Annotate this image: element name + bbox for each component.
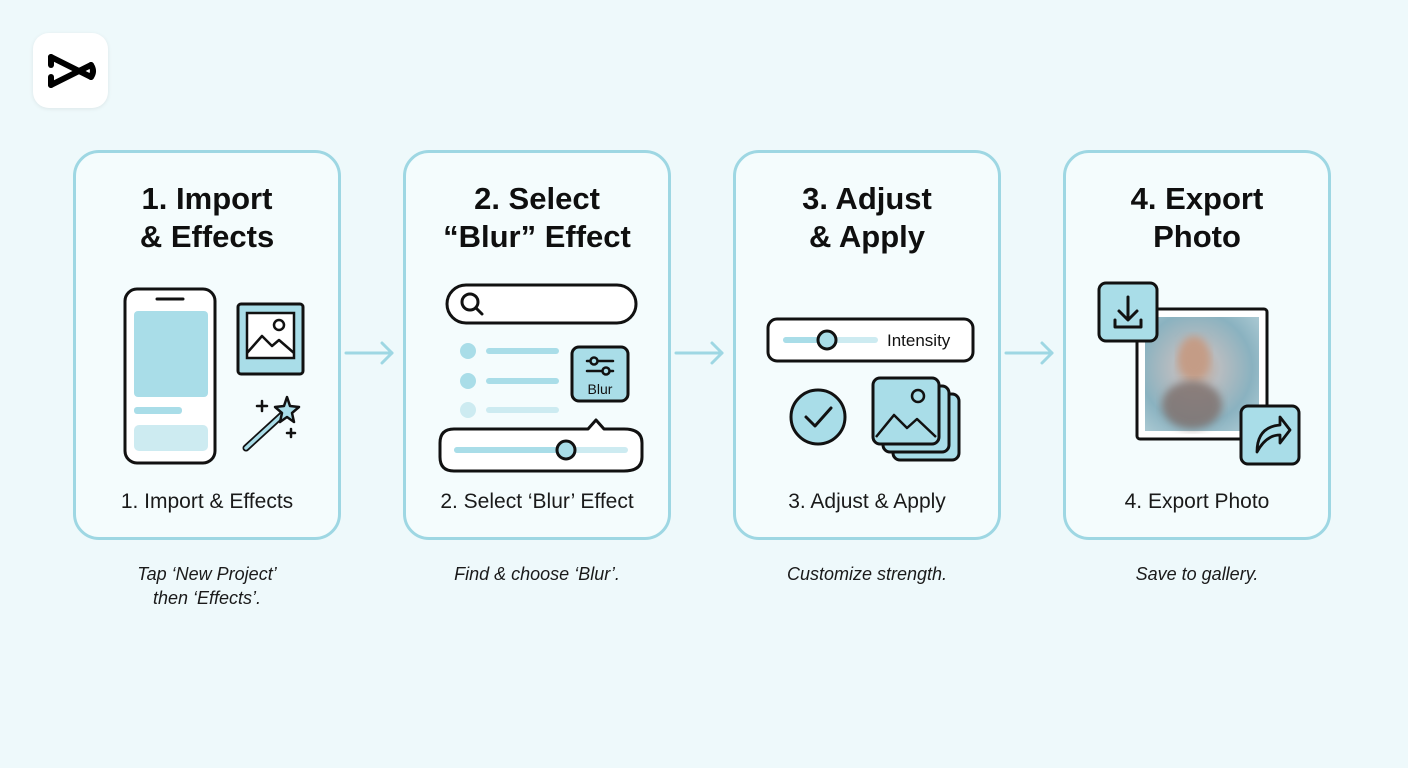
step-label: 2. Select ‘Blur’ Effect bbox=[440, 490, 634, 513]
intensity-slider: Intensity bbox=[766, 317, 975, 363]
step-title: 4. Export Photo bbox=[1130, 181, 1264, 254]
step-label: 3. Adjust & Apply bbox=[788, 490, 946, 513]
share-icon bbox=[1239, 404, 1301, 466]
step-caption: Find & choose ‘Blur’. bbox=[454, 564, 620, 584]
arrow-right-icon bbox=[674, 341, 724, 365]
arrow-right-icon bbox=[1004, 341, 1054, 365]
step-caption: Save to gallery. bbox=[1135, 564, 1259, 584]
image-icon bbox=[236, 302, 305, 376]
step-label: 1. Import & Effects bbox=[120, 490, 294, 513]
step-card-adjust-apply: 3. Adjust & Apply Intensity 3. Adjust & … bbox=[733, 150, 1001, 540]
magic-wand-icon bbox=[242, 395, 301, 452]
arrow-right-icon bbox=[344, 341, 394, 365]
step-title: 3. Adjust & Apply bbox=[802, 181, 932, 254]
export-illustration bbox=[1097, 281, 1301, 466]
step-caption: Customize strength. bbox=[786, 564, 948, 584]
download-icon bbox=[1097, 281, 1159, 343]
step-title: 2. Select “Blur” Effect bbox=[443, 181, 631, 254]
step-caption: Tap ‘New Project’ then ‘Effects’. bbox=[137, 564, 277, 608]
effects-list bbox=[460, 343, 559, 418]
phone-icon bbox=[123, 287, 217, 465]
select-illustration: Blur bbox=[438, 283, 644, 473]
blur-chip-label: Blur bbox=[588, 381, 613, 397]
search-bar bbox=[445, 283, 638, 325]
blur-effect-chip: Blur bbox=[570, 345, 630, 403]
checkmark-icon bbox=[789, 388, 847, 446]
step-title: 1. Import & Effects bbox=[139, 181, 275, 254]
capcut-logo-icon bbox=[47, 53, 96, 88]
step-card-select-blur: 2. Select “Blur” Effect Blur bbox=[403, 150, 671, 540]
step-label: 4. Export Photo bbox=[1124, 490, 1270, 513]
blur-slider bbox=[438, 418, 644, 473]
blurred-photo bbox=[1135, 307, 1269, 441]
import-illustration bbox=[123, 287, 305, 465]
search-icon bbox=[460, 292, 484, 316]
intensity-label: Intensity bbox=[887, 331, 951, 350]
step-card-import: 1. Import & Effects 1. Import & Effects bbox=[73, 150, 341, 540]
app-logo bbox=[33, 33, 108, 108]
sliders-icon bbox=[585, 356, 615, 376]
adjust-illustration: Intensity bbox=[766, 317, 975, 462]
image-stack-icon bbox=[871, 376, 961, 462]
step-card-export: 4. Export Photo bbox=[1063, 150, 1331, 540]
